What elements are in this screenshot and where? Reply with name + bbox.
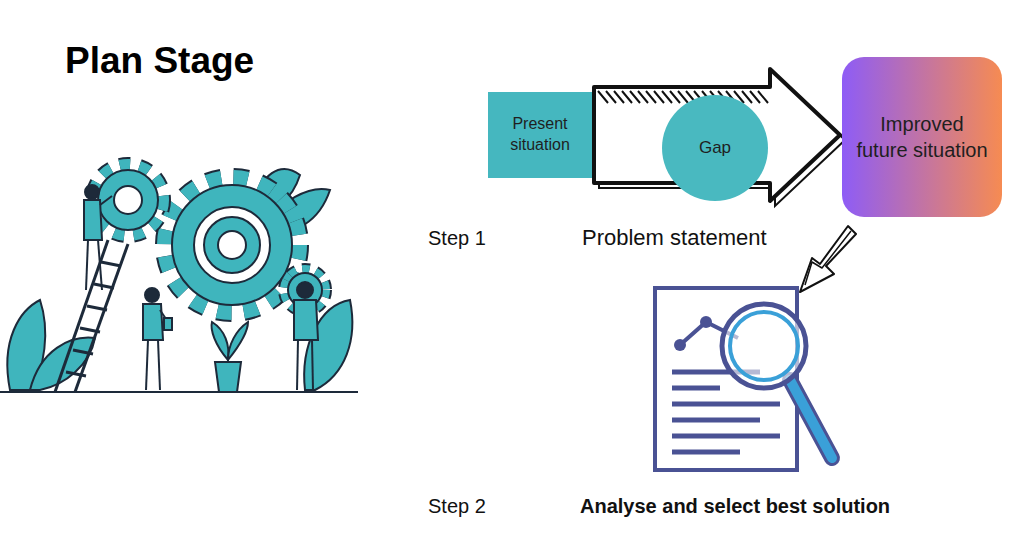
plant <box>212 322 248 392</box>
ladder <box>55 240 128 392</box>
block-arrow <box>594 69 845 206</box>
title: Plan Stage <box>65 40 254 82</box>
leaves <box>7 169 352 390</box>
step-label: Step 1 <box>428 227 486 250</box>
arrow-outline <box>594 69 840 201</box>
person <box>294 282 318 390</box>
node-text: Gap <box>699 137 731 159</box>
step-label: Step 2 <box>428 495 486 518</box>
gear <box>94 166 162 234</box>
gap-circle: Gap <box>662 95 768 201</box>
person <box>143 288 172 390</box>
future-box: Improved future situation <box>842 57 1002 217</box>
step-text: Analyse and select best solution <box>580 495 890 518</box>
arrow-hatch <box>598 91 768 103</box>
sketch-arrow <box>800 226 856 292</box>
node-text: Present situation <box>496 114 584 156</box>
node-text: Improved future situation <box>854 111 990 163</box>
step-text: Problem statement <box>582 225 767 251</box>
gear <box>166 179 298 311</box>
report-icon <box>655 288 832 470</box>
situation-box: Present situation <box>488 92 592 178</box>
person <box>84 185 112 290</box>
